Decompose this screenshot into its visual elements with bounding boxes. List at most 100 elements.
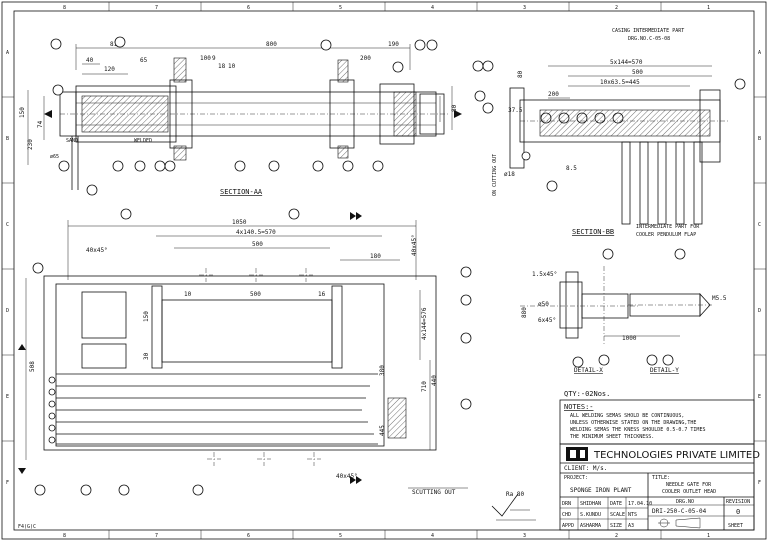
zone-label: A (6, 50, 9, 56)
plan-dim-30: 30 (143, 352, 150, 360)
block-cell: DATE (610, 501, 622, 507)
plan-dim-445: 445 (379, 425, 386, 436)
zone-label: 3 (523, 533, 526, 539)
plan-dim-10: 10 (184, 291, 192, 298)
zone-label: D (758, 308, 761, 314)
zone-label: B (758, 136, 761, 142)
block-cell: SIZE (610, 523, 622, 529)
zone-label: E (758, 394, 761, 400)
casing-dim-8-5: 8.5 (566, 165, 577, 172)
dim-190: 190 (388, 41, 399, 48)
plan-dim-500-inner: 500 (250, 291, 261, 298)
zone-label: 1 (707, 533, 710, 539)
plan-dimension-lines (25, 220, 431, 460)
plan-dim-chamfer-right: 40x45° (411, 234, 418, 256)
dim-80: 80 (451, 104, 458, 112)
plan-crosshairs (199, 268, 321, 466)
company-name: TECHNOLOGIES PRIVATE LIMITED (593, 450, 760, 461)
zone-label: A (758, 50, 761, 56)
zone-label: 3 (523, 5, 526, 11)
dim-120: 120 (104, 66, 115, 73)
section-aa-dimension-lines (27, 44, 453, 165)
revision-label: REVISION (726, 499, 750, 505)
plan-dim-380: 380 (379, 365, 386, 376)
detail-x-dim-chamfer1: 1.5x45° (532, 271, 557, 278)
zone-label: 6 (247, 533, 250, 539)
detail-x-dim-chamfer2: 6x45° (538, 317, 556, 324)
border-bottom-zone-labels: 8 7 6 5 4 3 2 1 (63, 533, 710, 539)
zone-label: 7 (155, 5, 158, 11)
project-name: SPONGE IRON PLANT (570, 487, 632, 494)
casing-note-line1: INTERMEDIATE PART FOR (636, 224, 700, 230)
zone-label: D (6, 308, 9, 314)
dim-65: 65 (140, 57, 148, 64)
plan-dim-710: 710 (421, 381, 428, 392)
note-welded: WELDED (134, 138, 152, 144)
zone-label: 8 (63, 533, 66, 539)
block-cell: 17.04.10 (628, 501, 652, 507)
zone-label: 7 (155, 533, 158, 539)
notes-block: QTY:-02Nos. NOTES:- ALL WELDING SEMAS SH… (559, 390, 755, 445)
casing-note-line2: COOLER PENDULUM FLAP (636, 232, 696, 238)
detail-y-label: DETAIL-Y (650, 367, 679, 374)
zone-label: F (758, 480, 761, 486)
casing-fingers (621, 141, 703, 225)
revision-value: 0 (736, 508, 740, 516)
zone-label: 5 (339, 533, 342, 539)
plan-needles (56, 373, 378, 445)
plan-dim-508: 508 (29, 361, 36, 372)
zone-label: C (758, 222, 761, 228)
border-top-zone-labels: 8 7 6 5 4 3 2 1 (63, 5, 710, 11)
plan-scutting-out: SCUTTING OUT (412, 489, 456, 496)
block-cell: APPD (562, 523, 574, 529)
casing-dim-445: 10x63.5=445 (600, 79, 640, 86)
zone-label: 1 (707, 5, 710, 11)
title-line1: NEEDLE GATE FOR (666, 482, 712, 488)
note-line: ALL WELDING SEMAS SHOLD BE CONTINUOUS, (570, 413, 684, 419)
note-phi65: ø65 (50, 154, 59, 160)
casing-dim-phi18: ø18 (504, 171, 515, 178)
casing-cutting-out: ON CUTTING OUT (492, 154, 498, 196)
block-cell: ASHARMA (580, 523, 601, 529)
corner-note: F4(G)C (18, 524, 36, 530)
block-cell: SCALE (610, 512, 625, 518)
block-cell: NTS (628, 512, 637, 518)
dim-74: 74 (37, 120, 44, 128)
drg-no-label: DRG.NO (676, 499, 694, 505)
plan-dim-570: 4x140.5=570 (236, 229, 276, 236)
casing-dim-37: 37.5 (508, 107, 523, 114)
dim-800: 800 (266, 41, 277, 48)
dim-230: 230 (27, 139, 34, 150)
drg-no: DRI-250-C-05-04 (652, 508, 707, 515)
title-line2: COOLER OUTLET HEAD (662, 489, 716, 495)
casing-dim-500: 500 (632, 69, 643, 76)
dim-40: 40 (86, 57, 94, 64)
quantity-label: QTY:-02Nos. (564, 390, 610, 398)
notes-title: NOTES:- (564, 403, 594, 411)
dim-100: 100 (200, 55, 211, 62)
detail-y-dim-1000: 1000 (622, 335, 637, 342)
zone-label: 6 (247, 5, 250, 11)
plan-dim-180: 180 (370, 253, 381, 260)
zone-label: 8 (63, 5, 66, 11)
section-aa-label: SECTION-AA (220, 188, 263, 196)
dim-9: 9 (212, 55, 216, 62)
plan-dim-chamfer: 40x45° (86, 247, 108, 254)
plan-section-arrows (18, 212, 362, 484)
dim-200: 200 (360, 55, 371, 62)
zone-label: 5 (339, 5, 342, 11)
block-cell: CHD (562, 512, 571, 518)
block-cell: SHIDHAN (580, 501, 601, 507)
plan-view: 1050 4x140.5=570 500 180 40x45° 40x45° 4… (18, 208, 472, 496)
casing-title-line2: DRG.NO.C-05-08 (628, 36, 670, 42)
casing-dim-80: 80 (517, 70, 524, 78)
zone-label: C (6, 222, 9, 228)
note-sand: SAND (66, 138, 78, 144)
zone-label: B (6, 136, 9, 142)
sheet-label: SHEET (728, 523, 743, 529)
section-aa-markers (44, 110, 462, 118)
detail-x-dim-880: 880 (521, 307, 528, 318)
block-cell: S.KUNDU (580, 512, 601, 518)
